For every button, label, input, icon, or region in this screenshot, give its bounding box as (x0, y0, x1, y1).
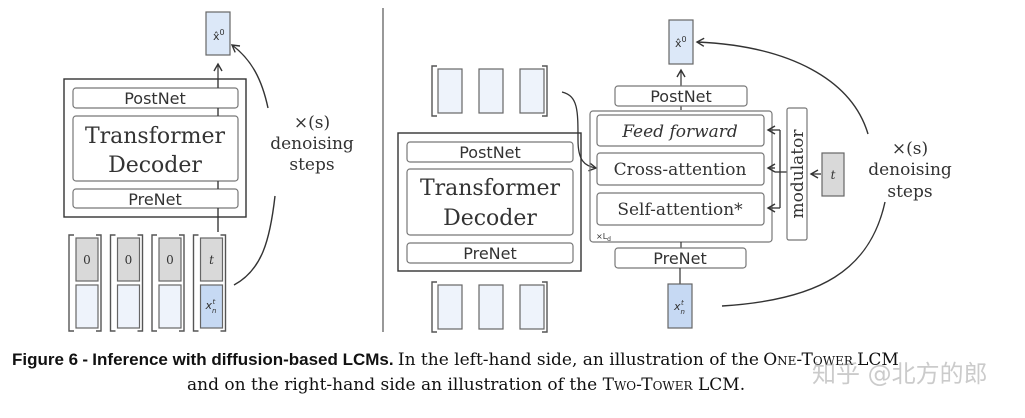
lcm-term-1: LCM (857, 350, 899, 370)
encoder-outer-box (397, 132, 582, 272)
figure-label: Figure 6 (12, 350, 79, 369)
context-embedding (519, 284, 545, 330)
denoiser-postnet-label: PostNet (650, 87, 712, 106)
token-bottom-cell (116, 284, 141, 329)
prenet-label: PreNet (128, 190, 182, 209)
input-token-column: 0 (109, 234, 144, 332)
caption-line-2: and on the right-hand side an illustrati… (187, 375, 745, 395)
two-tower-term: Two-Tower (602, 375, 693, 395)
caption-line-1: Figure 6 - Inference with diffusion-base… (12, 350, 899, 370)
modulator-box (786, 107, 808, 241)
encoder-line2: Decoder (443, 206, 537, 231)
one-tower-diagram: x̂0 PostNet Transformer Decoder PreNet ×… (63, 11, 354, 332)
loop-label-3: steps (289, 155, 334, 175)
encoder-prenet-box (406, 242, 574, 264)
caption-text-1: In the left-hand side, an illustration o… (397, 350, 759, 370)
watermark: 知乎 @北方的郎 (812, 360, 988, 388)
caption-title: Inference with diffusion-based LCMs. (92, 350, 394, 369)
feed-forward-label: Feed forward (621, 122, 738, 142)
timestep-box (821, 152, 845, 197)
token-top-label: 0 (83, 253, 91, 267)
postnet-box (72, 87, 239, 109)
loop-label-1: ×(s) (892, 139, 928, 159)
cross-attention-label: Cross-attention (614, 160, 747, 180)
context-embedding (478, 284, 504, 330)
denoise-loop-lower (233, 195, 276, 286)
decoder-line2: Decoder (108, 153, 202, 178)
input-token-column: 0 (68, 234, 102, 332)
prenet-box (72, 188, 239, 209)
denoise-loop-lower (721, 201, 886, 307)
one-tower-term: One-Tower (763, 350, 853, 370)
encoder-line1: Transformer (420, 176, 561, 201)
transformer-decoder-box (72, 115, 239, 182)
figure-diagram: x̂0 PostNet Transformer Decoder PreNet ×… (63, 8, 952, 333)
caption-text-2: and on the right-hand side an illustrati… (187, 375, 598, 395)
noisy-input-label: xnt (673, 299, 685, 316)
token-bottom-cell (75, 284, 99, 329)
encoder-postnet-box (406, 141, 574, 163)
two-tower-diagram: PostNet Transformer Decoder PreNet x̂0 P… (397, 19, 952, 333)
token-bracket (109, 234, 144, 332)
layers-multiplier: ×Ld (596, 232, 611, 243)
caption-separator: - (82, 350, 89, 369)
output-token-label: x̂0 (213, 28, 225, 43)
denoiser-output-box (668, 19, 694, 65)
input-token-column: t xnt (192, 234, 227, 332)
context-embedding (519, 68, 545, 114)
context-embedding (478, 68, 504, 114)
encoder-prenet-label: PreNet (463, 244, 517, 263)
token-top-label: t (209, 253, 214, 267)
self-attention-label: Self-attention* (617, 200, 743, 220)
context-embeddings-top (431, 65, 548, 117)
token-top-cell (199, 237, 224, 282)
token-bottom-label: xnt (205, 298, 217, 315)
token-top-cell (116, 237, 141, 282)
postnet-label: PostNet (124, 89, 186, 108)
self-attention-box (596, 192, 765, 226)
context-to-cross-attention-arrow (561, 91, 598, 172)
loop-label-2: denoising (868, 160, 952, 180)
token-top-label: 0 (166, 253, 174, 267)
context-embeddings-bottom (431, 281, 548, 333)
token-top-label: 0 (125, 253, 133, 267)
denoise-loop-upper (230, 44, 269, 109)
cross-attention-box (596, 152, 765, 186)
token-top-cell (75, 237, 99, 282)
token-top-cell (158, 237, 182, 282)
token-bracket (192, 234, 227, 332)
lcm-term-2: LCM. (697, 375, 746, 395)
decoder-line1: Transformer (85, 124, 226, 149)
denoiser-output-label: x̂0 (675, 35, 687, 50)
token-bottom-cell (199, 284, 224, 329)
loop-label-1: ×(s) (294, 113, 330, 133)
transformer-outer-box (63, 78, 247, 218)
encoder-postnet-label: PostNet (459, 143, 521, 162)
loop-label-2: denoising (270, 134, 354, 154)
noisy-input-box (667, 283, 693, 329)
context-embedding (437, 284, 463, 330)
timestep-label: t (831, 168, 836, 182)
modulator-label: modulator (788, 129, 808, 219)
token-bracket (68, 234, 102, 332)
loop-label-3: steps (887, 182, 932, 202)
denoiser-postnet-box (614, 85, 748, 107)
token-bracket (151, 234, 185, 332)
input-token-sequence: 0 0 0 t xnt (68, 234, 227, 332)
denoiser-prenet-label: PreNet (653, 249, 707, 268)
context-embedding (437, 68, 463, 114)
feed-forward-box (596, 114, 765, 147)
denoise-loop-upper (695, 37, 869, 135)
modulator-connections (766, 125, 788, 213)
encoder-decoder-box (406, 168, 574, 236)
token-bottom-cell (158, 284, 182, 329)
input-token-column: 0 (151, 234, 185, 332)
output-token-box (205, 11, 231, 56)
